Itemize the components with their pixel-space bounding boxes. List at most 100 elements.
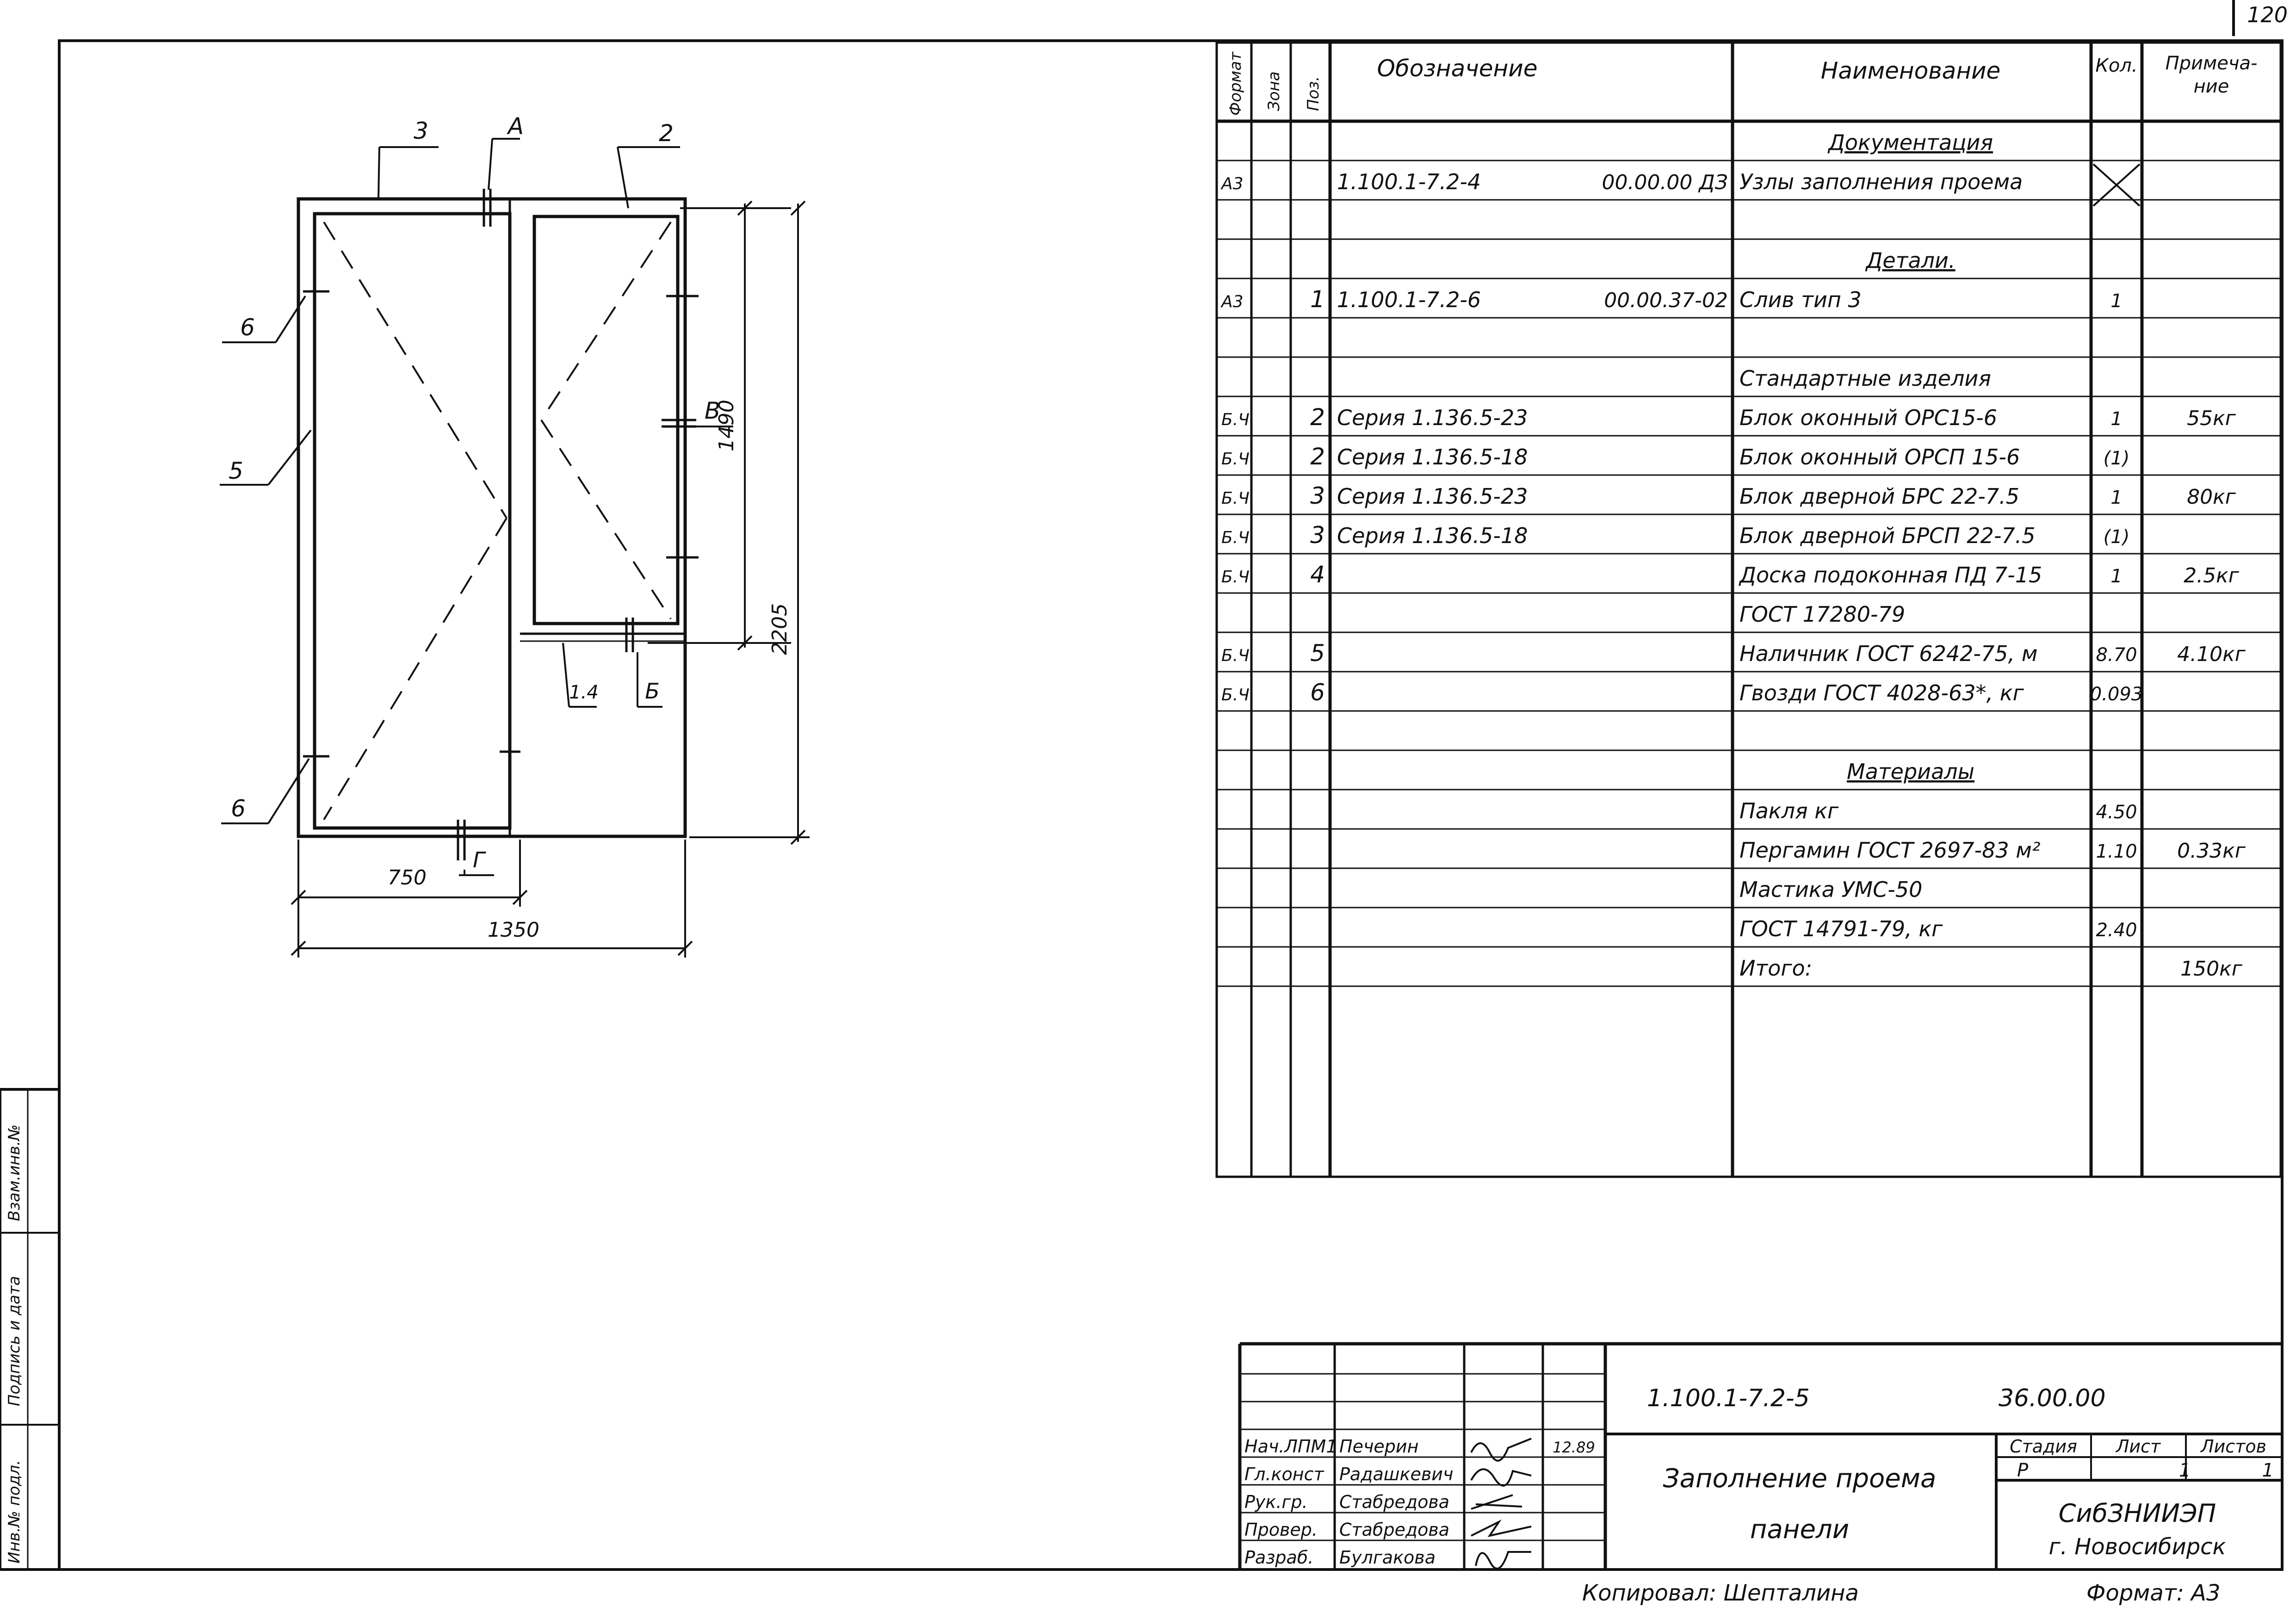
header-note-1: Примеча-	[2166, 53, 2258, 74]
callout-g: Г	[473, 847, 486, 872]
table-row: Документация	[1827, 130, 1993, 155]
signer-name: Стабредова	[1339, 1492, 1449, 1512]
cell-name: Пергамин ГОСТ 2697-83 м²	[1739, 838, 2040, 863]
cell-format: Б.Ч.	[1221, 686, 1255, 704]
stage-label: Стадия	[2010, 1436, 2077, 1457]
cell-format: Б.Ч.	[1221, 646, 1255, 665]
sheet-label: Лист	[2115, 1436, 2161, 1457]
cell-note: 0.33кг	[2177, 839, 2246, 863]
callout-3: 3	[414, 117, 428, 144]
cell-qty: 1	[2110, 408, 2122, 430]
signer-role: Нач.ЛПМ1	[1244, 1436, 1337, 1457]
table-row: ГОСТ 17280-79	[1739, 602, 1905, 627]
callout-v: В	[705, 397, 720, 424]
sheet-value: 1	[2179, 1460, 2191, 1481]
cell-note: 150кг	[2180, 957, 2243, 981]
table-row: Мастика УМС-50	[1739, 877, 1922, 902]
cell-name: Наличник ГОСТ 6242-75, м	[1739, 641, 2037, 666]
cell-name: Слив тип 3	[1739, 287, 1862, 312]
cell-name: Блок дверной БРС 22-7.5	[1739, 484, 2019, 509]
cell-name: Узлы заполнения проема	[1739, 169, 2023, 194]
cell-qty: 1.10	[2096, 841, 2137, 862]
callout-5: 5	[229, 457, 243, 484]
sheet-frame	[58, 39, 2284, 1571]
window-block	[532, 215, 680, 625]
signer-name: Радашкевич	[1339, 1464, 1453, 1484]
cell-name: Гвозди ГОСТ 4028-63*, кг	[1739, 680, 2024, 705]
cell-name: Блок дверной БРСП 22-7.5	[1739, 523, 2036, 548]
cell-designation: 1.100.1-7.2-4	[1337, 169, 1481, 194]
table-row: Итого: 150кг	[1739, 956, 2243, 981]
side-stamp-col2: Подпись и дата	[5, 1276, 24, 1406]
cell-code: 00.00.00 ДЗ	[1602, 171, 1728, 194]
panel-drawing	[220, 138, 810, 958]
opening-outline	[297, 197, 687, 838]
title-designation: 1.100.1-7.2-5	[1647, 1384, 1810, 1412]
cell-designation: Серия 1.136.5-18	[1337, 445, 1528, 470]
cell-pos: 3	[1310, 522, 1325, 549]
header-pos: Поз.	[1304, 76, 1323, 111]
page-number: 120	[2247, 2, 2288, 27]
cell-name: Блок оконный ОРСП 15-6	[1739, 445, 2020, 470]
cell-designation: Серия 1.136.5-23	[1337, 484, 1528, 509]
table-row: Б.Ч 2 Серия 1.136.5-18 Блок оконный ОРСП 15…	[1221, 443, 2129, 470]
cell-name: Материалы	[1847, 759, 1974, 784]
signer-role: Разраб.	[1244, 1547, 1313, 1568]
cell-qty: 8.70	[2096, 644, 2137, 666]
side-stamp-col1: Инв.№ подл.	[5, 1460, 24, 1563]
cell-name: Итого:	[1739, 956, 1812, 981]
callout-6-top: 6	[240, 314, 255, 341]
dim-width-left: 750	[388, 866, 427, 890]
header-designation: Обозначение	[1377, 55, 1538, 82]
sheets-value: 1	[2262, 1460, 2274, 1481]
drawing-labels: 750 1350 1490 2205 3 A 2 6 5 6 В 1.4 Б Г	[229, 113, 792, 942]
header-format: Формат	[1226, 51, 1245, 116]
stage-value: Р	[2017, 1460, 2029, 1481]
cell-name: Стандартные изделия	[1739, 366, 1991, 391]
dim-height-window: 1490	[715, 400, 738, 451]
footer: Копировал: Шепталина Формат: А3	[1582, 1580, 2221, 1606]
callout-b: Б	[645, 679, 660, 704]
header-name: Наименование	[1821, 57, 2001, 84]
cell-name: Детали.	[1865, 248, 1955, 273]
callout-2: 2	[659, 120, 674, 147]
spec-table-grid	[1215, 41, 2282, 1178]
signer-name: Печерин	[1339, 1436, 1418, 1457]
side-stamp-labels: Инв.№ подл. Подпись и дата Взам.инв.№	[5, 1125, 24, 1563]
callout-a: A	[507, 113, 524, 140]
signature-marks	[1470, 1438, 1532, 1570]
callout-6-bottom: 6	[231, 795, 246, 822]
dim-height-total: 2205	[768, 603, 792, 655]
title-code: 36.00.00	[1999, 1384, 2106, 1412]
cell-qty: (1)	[2104, 526, 2130, 548]
cell-pos: 2	[1310, 443, 1325, 470]
cell-pos: 6	[1310, 679, 1325, 706]
table-row: Пергамин ГОСТ 2697-83 м² 1.10 0.33кг	[1739, 838, 2246, 863]
date: 12.89	[1553, 1439, 1595, 1456]
cell-qty: 2.40	[2096, 920, 2137, 941]
header-note-2: ние	[2194, 76, 2229, 97]
org-line-2: г. Новосибирск	[2048, 1534, 2226, 1560]
cell-format: A3	[1220, 292, 1244, 311]
cell-format: Б.Ч	[1221, 568, 1250, 587]
cell-name: Пакля кг	[1739, 798, 1839, 823]
copied-by: Копировал: Шепталина	[1582, 1580, 1859, 1606]
cell-pos: 5	[1310, 640, 1325, 667]
door-block	[313, 212, 512, 830]
side-stamp-col3: Взам.инв.№	[5, 1125, 24, 1221]
cell-qty: 1	[2110, 290, 2122, 312]
title-line-1: Заполнение проема	[1663, 1464, 1937, 1494]
cell-format: Б.Ч	[1221, 450, 1250, 469]
signer-role: Провер.	[1244, 1520, 1318, 1540]
cell-qty: (1)	[2104, 448, 2130, 469]
